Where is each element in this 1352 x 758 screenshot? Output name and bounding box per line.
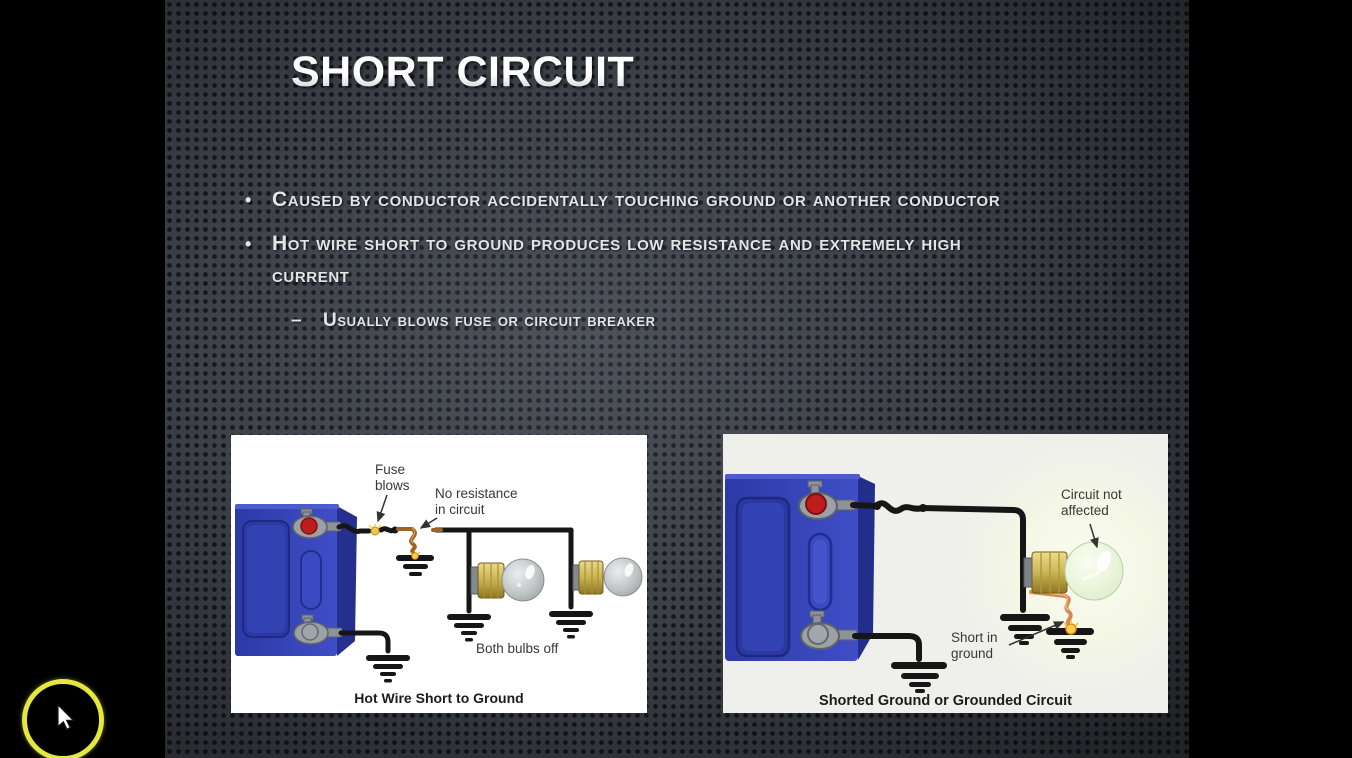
bulb-off-1 bbox=[470, 558, 545, 602]
label-fuse-blows: Fuse blows bbox=[375, 462, 410, 493]
label-arrows bbox=[1008, 523, 1099, 646]
copper-short-wire bbox=[396, 527, 443, 556]
negative-wire bbox=[338, 630, 391, 654]
ground-symbol-battery bbox=[891, 662, 947, 693]
bullet-marker: – bbox=[291, 310, 303, 331]
short-spark bbox=[409, 551, 421, 560]
figure-caption: Hot Wire Short to Ground bbox=[354, 690, 524, 706]
ground-symbol-bulb2 bbox=[549, 611, 593, 639]
mouse-cursor-icon bbox=[57, 704, 75, 731]
battery bbox=[725, 474, 875, 661]
bullet-text: Caused by conductor accidentally touchin… bbox=[272, 188, 1001, 211]
bullet-text: Hot wire short to ground produces low re… bbox=[272, 232, 962, 287]
figure-shorted-ground: Circuit not affected Short in ground Sho… bbox=[723, 434, 1168, 713]
positive-terminal bbox=[292, 508, 342, 539]
label-arrows bbox=[376, 494, 438, 529]
slide-canvas[interactable]: Short Circuit • Caused by conductor acci… bbox=[165, 0, 1189, 758]
circuit-diagram-shorted-ground bbox=[725, 434, 1168, 713]
hot-wire bbox=[336, 523, 574, 614]
slide-title: Short Circuit bbox=[291, 48, 635, 96]
bullet-item-3: – Usually blows fuse or circuit breaker bbox=[291, 307, 1030, 335]
wire-bead bbox=[919, 504, 927, 512]
bullet-item-2: • Hot wire short to ground produces low … bbox=[245, 228, 1030, 292]
pointer-highlight-ring bbox=[22, 679, 104, 758]
figure-hot-wire-short-to-ground: Fuse blows No resistance in circuit Both… bbox=[231, 435, 647, 713]
fuse-spark bbox=[368, 524, 382, 536]
label-circuit-not-affected: Circuit not affected bbox=[1061, 487, 1122, 518]
short-spark bbox=[1063, 620, 1079, 635]
hot-wire bbox=[850, 500, 1026, 613]
ground-symbol-battery bbox=[366, 655, 410, 683]
ground-symbol-short bbox=[396, 555, 434, 576]
bullet-list: • Caused by conductor accidentally touch… bbox=[245, 184, 1030, 335]
positive-terminal bbox=[798, 480, 856, 520]
circuit-diagram-hot-wire-short bbox=[235, 494, 643, 683]
negative-wire bbox=[852, 633, 922, 662]
bulb-off-2 bbox=[572, 557, 643, 597]
ground-symbol-bulb bbox=[1000, 614, 1050, 645]
label-no-resistance: No resistance in circuit bbox=[435, 486, 518, 517]
label-short-in-ground: Short in ground bbox=[951, 630, 998, 661]
short-in-ground-wire bbox=[1029, 590, 1073, 629]
bullet-item-1: • Caused by conductor accidentally touch… bbox=[245, 184, 1030, 216]
bullet-marker: • bbox=[245, 190, 252, 210]
figure-caption: Shorted Ground or Grounded Circuit bbox=[819, 693, 1072, 709]
bullet-marker: • bbox=[245, 234, 252, 254]
bullet-text: Usually blows fuse or circuit breaker bbox=[323, 310, 656, 331]
ground-symbol-bulb1 bbox=[447, 614, 491, 642]
label-both-bulbs-off: Both bulbs off bbox=[476, 641, 559, 656]
wire-bead bbox=[873, 502, 881, 510]
negative-terminal bbox=[800, 610, 858, 650]
